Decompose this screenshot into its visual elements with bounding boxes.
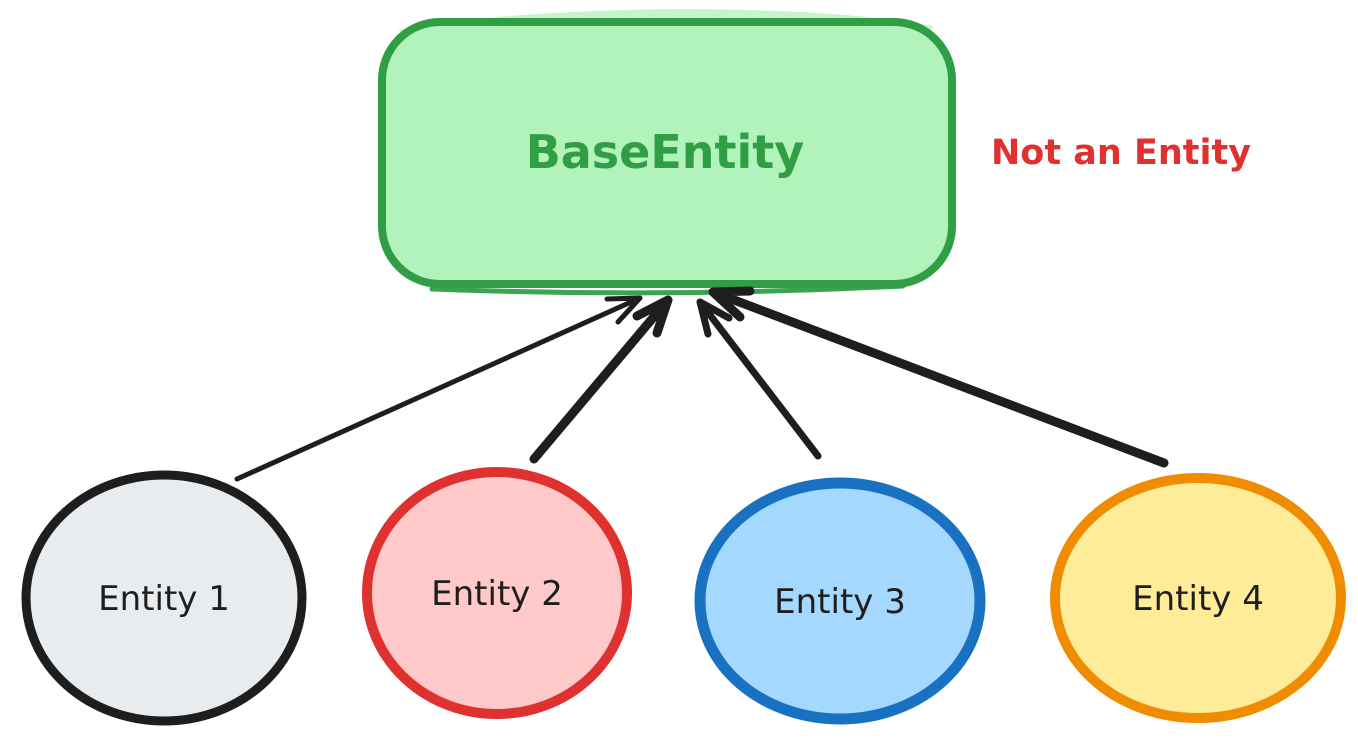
arrow-entity1-to-base [234,295,643,482]
entity-3-label: Entity 3 [774,582,906,622]
entity-4-node: Entity 4 [1050,473,1346,723]
base-entity-node: BaseEntity [378,9,956,296]
entity-3-circle [694,477,986,725]
entity-1-node: Entity 1 [21,470,307,726]
entity-2-circle [362,467,632,719]
entity-4-circle [1050,473,1346,723]
entity-2-node: Entity 2 [362,467,632,719]
entity-1-circle [21,470,307,726]
entity-4-label: Entity 4 [1132,579,1264,619]
base-entity-box [378,18,956,288]
entity-1-label: Entity 1 [98,579,230,619]
annotation-label: Not an Entity [991,133,1251,173]
box-bottom-stroke [429,283,906,296]
entity-3-node: Entity 3 [694,477,986,725]
arrow-entity4-to-base [708,286,1169,468]
arrow-entity2-to-base [529,295,673,464]
base-entity-label: BaseEntity [526,125,805,179]
entity-2-label: Entity 2 [431,574,563,614]
arrows-group [234,286,1169,482]
arrow-entity3-to-base [696,298,822,460]
